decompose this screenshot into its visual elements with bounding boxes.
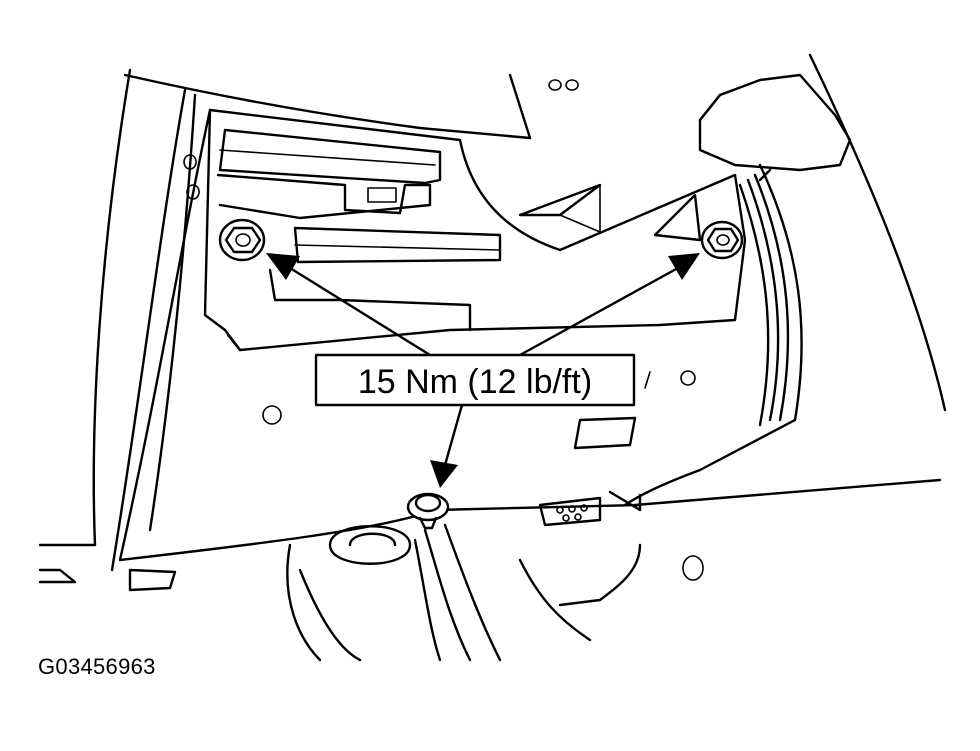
steering-column-base <box>286 523 642 662</box>
dashboard-outline <box>123 73 852 182</box>
bolt-upper-left <box>218 218 266 262</box>
arrowhead-right <box>668 253 700 280</box>
left-panel-edge <box>38 68 200 592</box>
torque-leader-lines <box>266 253 700 488</box>
figure-id-label: G03456963 <box>38 654 156 679</box>
wiring-connector <box>538 490 642 527</box>
right-side-panel <box>623 53 947 507</box>
arrowhead-left <box>266 253 300 280</box>
arrowhead-bottom <box>430 460 458 488</box>
torque-callout: 15 Nm (12 lb/ft) <box>314 353 636 407</box>
bolt-lower-center <box>406 492 450 530</box>
torque-callout-label: 15 Nm (12 lb/ft) <box>358 363 592 401</box>
bolt-upper-right <box>700 220 744 260</box>
